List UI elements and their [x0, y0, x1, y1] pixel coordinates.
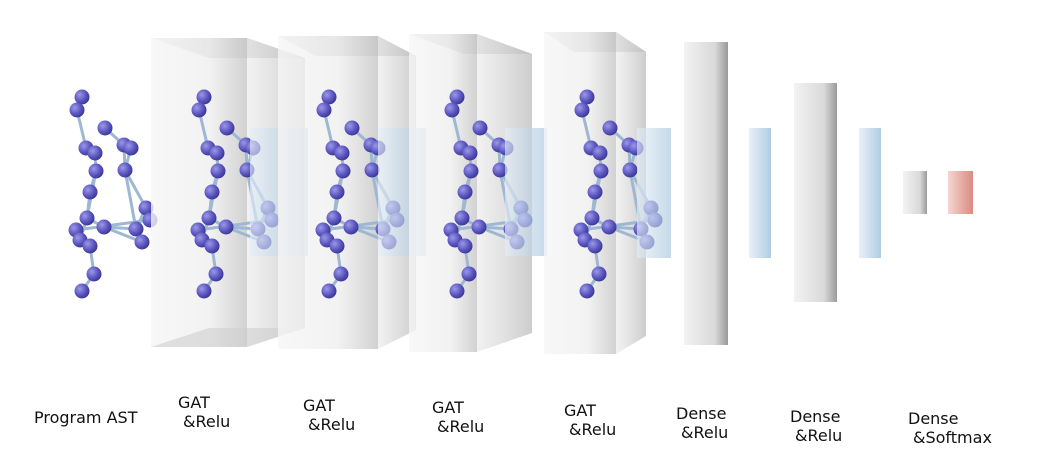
dense-layer-2	[794, 83, 837, 302]
graph-node	[196, 89, 212, 105]
graph-node	[343, 219, 359, 235]
graph-node	[97, 120, 113, 136]
graph-node	[204, 238, 220, 254]
graph-node	[579, 283, 595, 299]
graph-node	[584, 210, 600, 226]
graph-node	[321, 89, 337, 105]
graph-node	[196, 283, 212, 299]
graph-node	[492, 162, 508, 178]
graph-node	[117, 162, 133, 178]
graph-node	[601, 219, 617, 235]
graph-node	[96, 219, 112, 235]
graph-node	[87, 145, 103, 161]
graph-node	[329, 238, 345, 254]
graph-node	[335, 163, 351, 179]
label-gat-2-activation: &Relu	[308, 415, 356, 434]
graph-node	[208, 266, 224, 282]
label-dense-1-activation: &Relu	[681, 423, 729, 442]
label-dense-2-activation: &Relu	[795, 426, 843, 445]
graph-node	[209, 145, 225, 161]
graph-node	[74, 283, 90, 299]
graph-edge	[123, 168, 138, 231]
label-program-ast: Program AST	[34, 408, 138, 427]
graph-node	[592, 145, 608, 161]
graph-edge	[74, 218, 152, 232]
dense-layer-1	[684, 42, 728, 345]
label-gat-4-activation: &Relu	[569, 420, 617, 439]
gat-layer-1-bottom	[151, 328, 305, 347]
graph-node	[82, 238, 98, 254]
label-gat-3-name: GAT	[432, 398, 464, 417]
graph-node	[321, 283, 337, 299]
dense-2-output-vector	[859, 128, 881, 258]
graph-node	[463, 163, 479, 179]
graph-node	[191, 102, 207, 118]
graph-node	[123, 140, 139, 156]
graph-node	[344, 120, 360, 136]
graph-node	[457, 184, 473, 200]
gat-layer-1-front	[151, 38, 247, 347]
graph-node	[219, 120, 235, 136]
graph-node	[454, 210, 470, 226]
label-dense-3-activation: &Softmax	[913, 428, 992, 447]
graph-node	[591, 266, 607, 282]
label-dense-2-name: Dense	[790, 407, 841, 426]
graph-node	[329, 184, 345, 200]
gat-layer-3	[409, 34, 547, 352]
label-gat-1-activation: &Relu	[183, 412, 231, 431]
dense-layer-3	[903, 171, 927, 214]
label-gat-1-name: GAT	[178, 393, 210, 412]
graph-node	[333, 266, 349, 282]
graph-node	[334, 145, 350, 161]
program-ast-graph	[68, 89, 158, 299]
graph-node	[444, 102, 460, 118]
label-gat-3-activation: &Relu	[437, 417, 485, 436]
graph-node	[74, 89, 90, 105]
graph-node	[128, 221, 144, 237]
graph-node	[134, 234, 150, 250]
graph-node	[579, 89, 595, 105]
graph-node	[449, 283, 465, 299]
dense-1-output-vector	[749, 128, 771, 258]
label-dense-3-name: Dense	[908, 409, 959, 428]
gat-layer-4	[544, 32, 671, 354]
gat-layer-3-feature-map	[505, 128, 547, 256]
graph-node	[574, 102, 590, 118]
gat-layer-4-side	[616, 32, 646, 354]
label-gat-4-name: GAT	[564, 401, 596, 420]
graph-node	[364, 162, 380, 178]
graph-node	[457, 238, 473, 254]
label-gat-2-name: GAT	[303, 396, 335, 415]
graph-node	[88, 163, 104, 179]
graph-node	[593, 163, 609, 179]
graph-node	[622, 162, 638, 178]
graph-node	[204, 184, 220, 200]
gat-layer-4-front	[544, 32, 616, 354]
graph-node	[210, 163, 226, 179]
graph-node	[316, 102, 332, 118]
graph-node	[462, 145, 478, 161]
graph-node	[201, 210, 217, 226]
softmax-output	[948, 171, 973, 214]
graph-node	[79, 210, 95, 226]
graph-node	[471, 219, 487, 235]
graph-node	[326, 210, 342, 226]
gat-layer-4-feature-map	[637, 128, 671, 258]
graph-node	[218, 219, 234, 235]
graph-node	[449, 89, 465, 105]
graph-node	[587, 184, 603, 200]
graph-node	[138, 200, 154, 216]
graph-node	[472, 120, 488, 136]
gat-layer-2-front	[278, 36, 378, 349]
graph-node	[82, 184, 98, 200]
gat-layer-2	[278, 36, 426, 349]
graph-node	[587, 238, 603, 254]
graph-node	[461, 266, 477, 282]
graph-node	[69, 102, 85, 118]
graph-node	[602, 120, 618, 136]
graph-node	[86, 266, 102, 282]
label-dense-1-name: Dense	[676, 404, 727, 423]
